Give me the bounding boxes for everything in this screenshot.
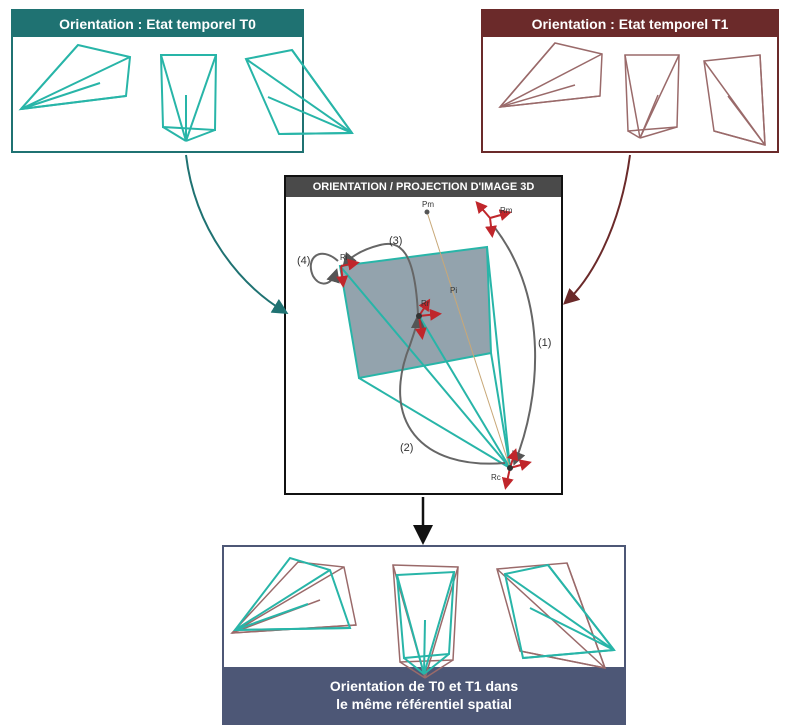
curve-3 [342, 243, 419, 316]
combined-right-t0 [503, 563, 616, 660]
panel-projection-title: ORIENTATION / PROJECTION D'IMAGE 3D [286, 177, 561, 197]
arrow-t1-to-center [563, 154, 631, 305]
t1-frustum-left [498, 42, 603, 108]
curve-4 [310, 252, 340, 285]
label-rm: Rm [500, 206, 513, 215]
combined-middle-t0 [395, 570, 456, 675]
panel-t0-title: Orientation : Etat temporel T0 [13, 11, 302, 37]
line-pm-rc [426, 211, 511, 469]
combined-left-t1 [230, 561, 357, 634]
t0-frustum-right [244, 48, 354, 136]
label-step4: (4) [297, 255, 310, 267]
t1-frustum-middle [624, 54, 680, 139]
label-step1: (1) [538, 337, 551, 349]
combined-caption-line1: Orientation de T0 et T1 dans [329, 678, 519, 694]
label-rr: Rr [421, 299, 430, 308]
label-pm: Pm [422, 200, 434, 209]
image-plane [338, 245, 493, 380]
label-rc: Rc [491, 473, 501, 482]
curve-1 [494, 227, 537, 466]
frame-ri [336, 258, 360, 288]
t1-frustum-right [703, 54, 766, 146]
label-step2: (2) [400, 442, 413, 454]
panel-t1-title: Orientation : Etat temporel T1 [483, 11, 777, 37]
projection-rays [339, 246, 511, 469]
arrow-t0-to-center [185, 154, 289, 315]
panel-t1: Orientation : Etat temporel T1 [481, 9, 779, 153]
combined-caption-line2: le même référentiel spatial [336, 696, 512, 712]
t0-frustum-middle [159, 54, 218, 142]
frame-rm [475, 200, 512, 238]
label-step3: (3) [389, 235, 402, 247]
label-pi: Pi [450, 286, 457, 295]
t0-frustum-left [18, 43, 132, 111]
curve-2 [399, 314, 506, 465]
point-pm [424, 209, 430, 215]
label-ri: Ri [340, 253, 348, 262]
combined-left-t0 [232, 556, 352, 632]
